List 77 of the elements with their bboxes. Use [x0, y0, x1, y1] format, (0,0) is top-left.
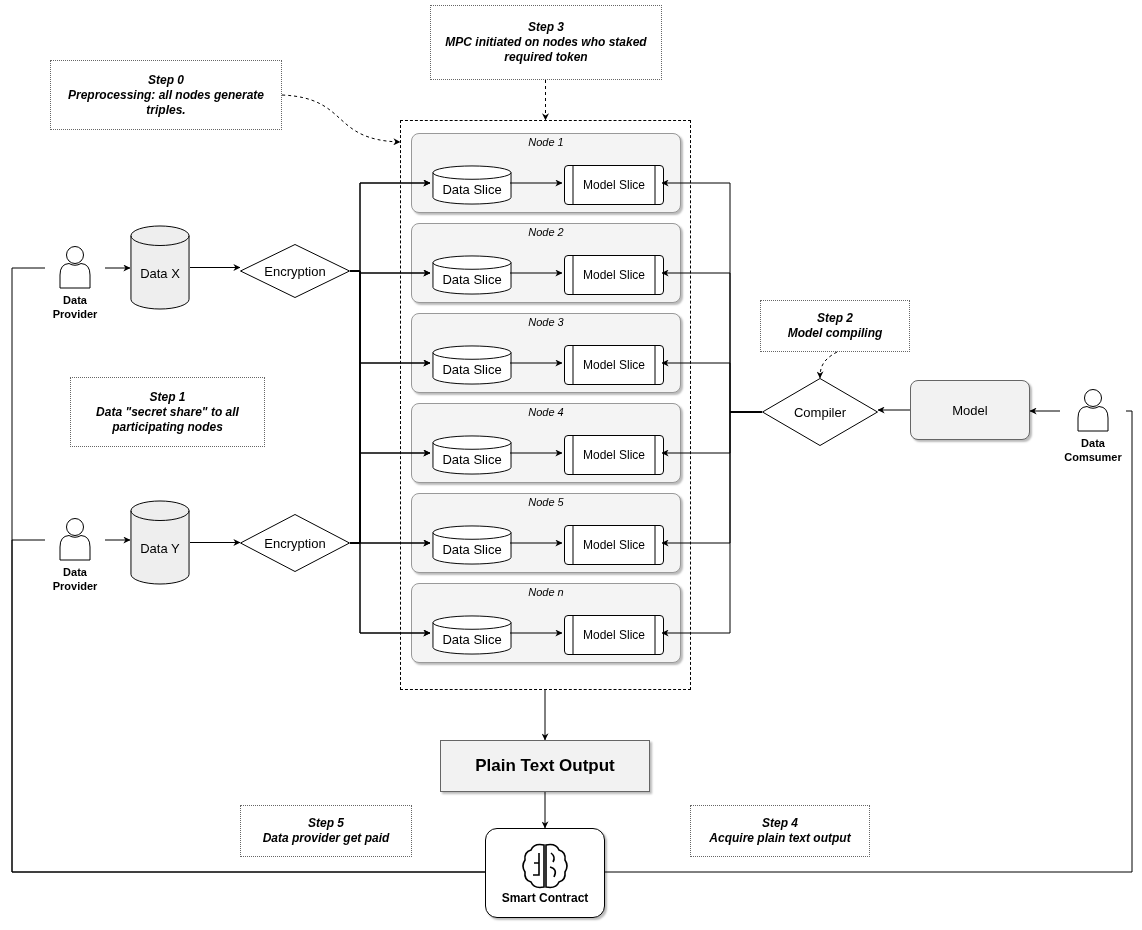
arrow: [877, 406, 911, 414]
note-box: [430, 5, 662, 80]
connector-line: [604, 410, 1133, 873]
process-box: [910, 380, 1030, 440]
subprocess-box: [564, 345, 664, 385]
panel-title: Node 1: [527, 136, 565, 148]
node-label: Encryption: [264, 263, 326, 279]
note-box: [760, 300, 910, 352]
dashed-arrow: [542, 79, 549, 121]
panel-title: Node 3: [527, 316, 565, 328]
node-panel: [411, 493, 681, 573]
contract-box: [485, 828, 605, 918]
note-text: MPC initiated on nodes who staked required token: [444, 35, 648, 65]
person-label: Data Comsumer: [1063, 436, 1123, 464]
arrow: [189, 264, 241, 271]
connector-line: [11, 539, 486, 873]
arrow: [104, 536, 131, 544]
node-label: Model Slice: [583, 538, 645, 552]
node-panel: [411, 403, 681, 483]
note-text: Model compiling: [786, 326, 884, 341]
note-heading: Step 0: [147, 72, 185, 88]
person-label: Data Provider: [51, 565, 99, 593]
node-label: Smart Contract: [501, 891, 589, 905]
node-label: Model Slice: [583, 268, 645, 282]
node-label: Data Slice: [442, 272, 502, 287]
note-heading: Step 2: [816, 311, 854, 326]
node-label: Encryption: [264, 535, 326, 551]
node-label: Model Slice: [583, 628, 645, 642]
node-label: Model Slice: [583, 358, 645, 372]
note-heading: Step 4: [761, 816, 799, 831]
dashed-arrow: [816, 351, 838, 379]
subprocess-box: [564, 615, 664, 655]
node-label: Data Y: [140, 541, 180, 556]
note-text: Preprocessing: all nodes generate triples.: [66, 87, 266, 118]
note-box: [240, 805, 412, 857]
node-label: Data Slice: [442, 632, 502, 647]
node-label: Compiler: [794, 404, 846, 420]
person-label: Data Provider: [51, 293, 99, 321]
dashed-arrow: [281, 94, 401, 145]
note-text: Acquire plain text output: [708, 831, 852, 846]
node-label: Data Slice: [442, 182, 502, 197]
arrow: [189, 539, 241, 546]
panel-title: Node 5: [527, 496, 565, 508]
note-text: Data "secret share" to all participating nodes: [95, 404, 240, 435]
note-box: [50, 60, 282, 130]
note-heading: Step 5: [307, 816, 345, 831]
subprocess-box: [564, 435, 664, 475]
subprocess-box: [564, 165, 664, 205]
node-panel: [411, 133, 681, 213]
note-box: [70, 377, 265, 447]
node-label: Data X: [140, 266, 180, 281]
node-label: Model: [952, 402, 988, 418]
output-box: [440, 740, 650, 792]
node-label: Model Slice: [583, 448, 645, 462]
node-label: Plain Text Output: [475, 756, 615, 776]
arrow: [104, 264, 131, 272]
note-heading: Step 1: [148, 389, 187, 405]
arrow: [349, 542, 431, 637]
subprocess-box: [564, 525, 664, 565]
node-panel: [411, 223, 681, 303]
node-label: Data Slice: [442, 452, 502, 467]
subprocess-box: [564, 255, 664, 295]
note-text: Data provider get paid: [261, 831, 391, 846]
panel-title: Node n: [527, 586, 565, 598]
note-heading: Step 3: [527, 20, 565, 35]
panel-title: Node 4: [527, 406, 565, 418]
arrow: [541, 791, 549, 829]
arrow: [1029, 407, 1061, 415]
node-label: Data Slice: [442, 362, 502, 377]
node-panel: [411, 583, 681, 663]
dashed-container: [400, 120, 691, 690]
arrow: [541, 689, 549, 741]
note-box: [690, 805, 870, 857]
node-label: Model Slice: [583, 178, 645, 192]
node-panel: [411, 313, 681, 393]
panel-title: Node 2: [527, 226, 565, 238]
node-label: Data Slice: [442, 542, 502, 557]
